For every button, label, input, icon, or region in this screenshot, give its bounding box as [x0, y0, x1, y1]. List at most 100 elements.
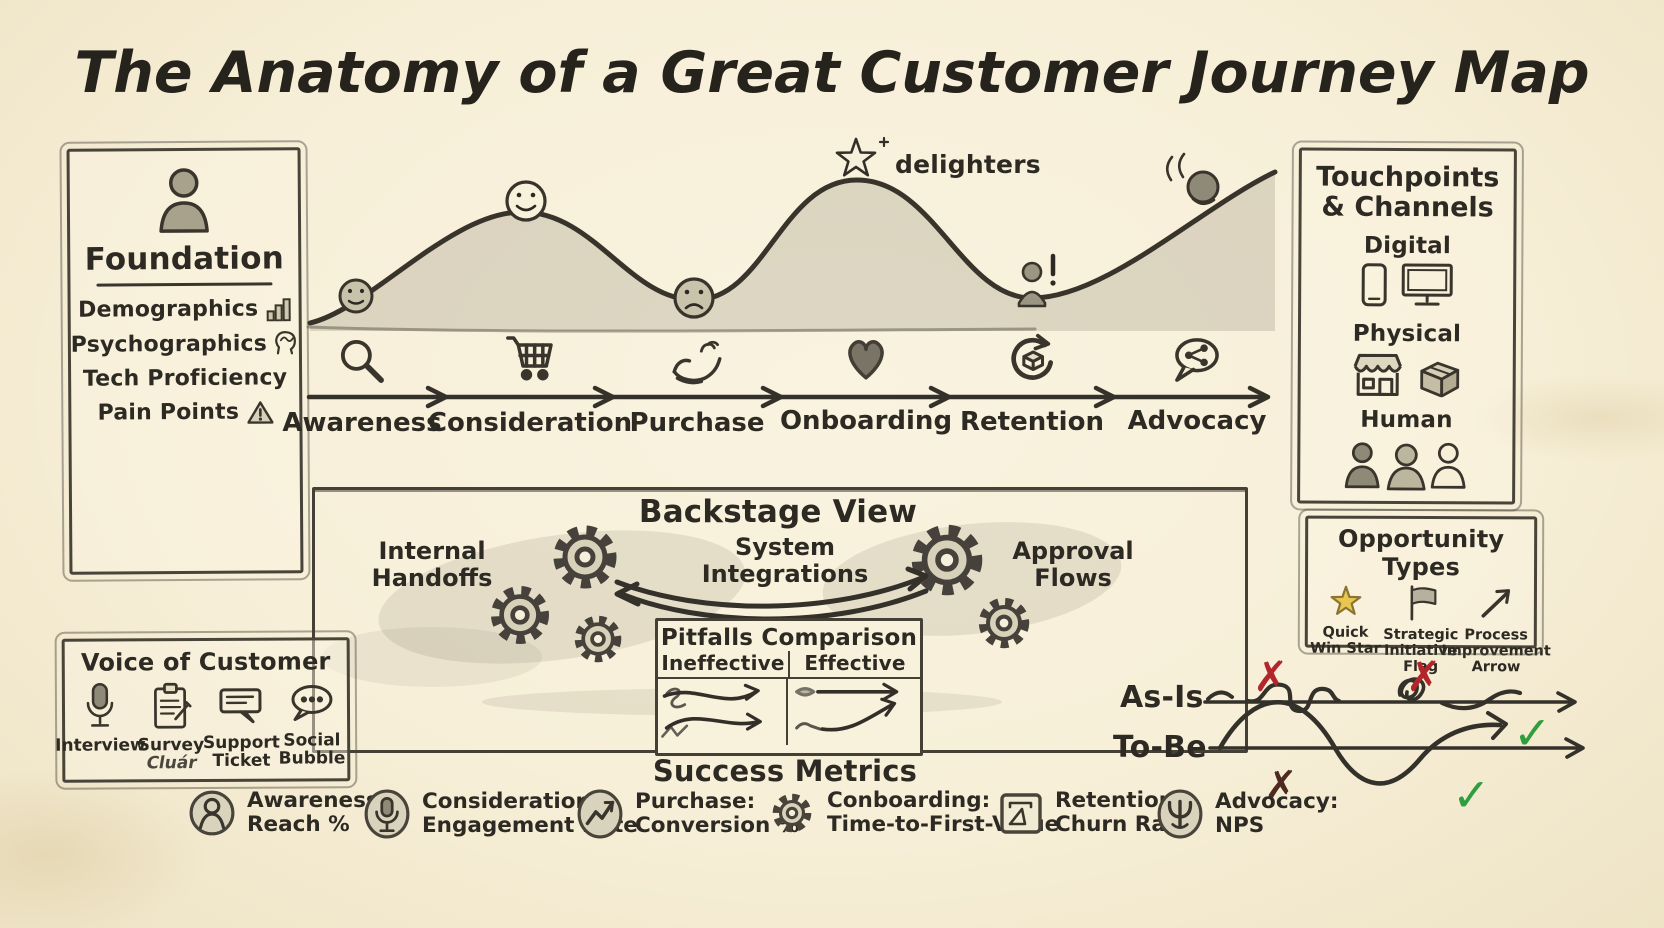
voice-of-customer-panel: Voice of Customer Interview Survey Cluár	[54, 630, 358, 790]
to-be-check-1: ✓	[1513, 706, 1552, 760]
as-is-cross-1: ✗	[1253, 652, 1289, 701]
churn-box-icon	[1000, 793, 1042, 834]
refresh-cycle-icon	[1011, 333, 1053, 380]
slight-smile-face-icon	[338, 278, 374, 314]
psi-circle-icon	[1157, 789, 1203, 839]
voice-survey: Survey Cluár	[138, 682, 204, 773]
stage-label-purchase: Purchase	[629, 408, 765, 438]
zigzag-chart-circle-icon	[577, 789, 623, 839]
stage-label-advocacy: Advocacy	[1127, 406, 1267, 436]
stage-label-onboarding: Onboarding	[779, 406, 953, 436]
gear-icon	[574, 615, 622, 663]
backstage-label-system-integrations: System Integrations	[701, 533, 869, 588]
person-icon	[159, 168, 209, 233]
foundation-item-pain-points: Pain Points	[97, 399, 240, 426]
storefront-icon	[1353, 353, 1402, 397]
to-be-check-2: ✓	[1452, 768, 1491, 822]
voice-support-ticket: Support Ticket	[203, 682, 280, 773]
stage-onboarding: Onboarding	[779, 330, 953, 436]
gold-star-icon	[1330, 585, 1362, 615]
pitfalls-box: Pitfalls Comparison Ineffective Effectiv…	[655, 618, 923, 756]
stage-consideration: Consideration	[428, 330, 632, 438]
diagonal-arrow-icon	[1481, 589, 1511, 618]
stage-advocacy: Advocacy	[1112, 334, 1282, 436]
microphone-icon	[86, 682, 114, 727]
sad-face-icon	[673, 277, 715, 319]
stage-retention: Retention	[947, 331, 1117, 437]
foundation-title: Foundation	[84, 240, 285, 278]
survey-clipboard-icon	[153, 682, 192, 729]
delighter-star-icon	[835, 136, 890, 177]
touchpoints-title: Touchpoints & Channels	[1316, 161, 1500, 224]
foundation-panel: Foundation Demographics Psychographics T	[59, 140, 311, 582]
page-title: The Anatomy of a Great Customer Journey …	[74, 40, 1590, 106]
pitfalls-title: Pitfalls Comparison	[660, 625, 918, 651]
stage-label-retention: Retention	[960, 407, 1104, 437]
voice-title: Voice of Customer	[80, 647, 331, 677]
warning-triangle-icon	[247, 400, 274, 424]
voice-social-bubble: Social Bubble	[279, 681, 345, 772]
gear-icon	[911, 524, 983, 596]
touchpoints-group-digital: Digital	[1363, 232, 1452, 260]
emotion-curve	[306, 136, 1278, 333]
metric-advocacy: Advocacy: NPS	[1156, 788, 1338, 840]
advocate-ball-icon	[1165, 152, 1220, 206]
happy-face-icon	[505, 180, 547, 222]
opportunity-quick-win: Quick Win Star	[1309, 585, 1381, 676]
metric-awareness: Awareness: Reach %	[188, 788, 387, 838]
opportunity-panel: Opportunity Types Quick Win Star Strateg…	[1297, 508, 1551, 676]
person-circle-icon	[189, 790, 235, 836]
people-icon	[1344, 442, 1466, 491]
gear-icon	[978, 597, 1030, 649]
effective-sketch	[795, 682, 899, 732]
monitor-icon	[1401, 263, 1453, 306]
magnifier-icon	[340, 339, 384, 383]
concerned-person-icon	[1017, 253, 1056, 308]
touchpoints-group-human: Human	[1360, 406, 1453, 434]
heart-icon	[848, 340, 884, 380]
pitfalls-col-ineffective: Ineffective	[658, 651, 790, 677]
metric-purchase: Purchase: Conversion %	[576, 788, 799, 840]
backstage-label-internal-handoffs: Internal Handoffs	[371, 537, 493, 592]
share-bubble-icon	[1175, 338, 1219, 382]
stage-awareness: Awareness	[277, 334, 447, 438]
delighters-annotation: delighters	[895, 150, 1041, 179]
opportunity-strategic-flag: Strategic Initiative Flag	[1383, 585, 1458, 676]
voice-interview: Interview	[55, 682, 146, 773]
foundation-item-psychographics: Psychographics	[70, 330, 268, 358]
touchpoints-panel: Touchpoints & Channels Digital Physical	[1290, 140, 1524, 512]
foundation-item-tech-proficiency: Tech Proficiency	[82, 365, 288, 392]
support-ticket-icon	[219, 688, 262, 724]
as-is-label: As-Is	[1120, 680, 1204, 715]
cart-icon	[506, 336, 553, 381]
stage-purchase: Purchase	[612, 336, 782, 438]
stage-axis-arrow	[306, 385, 1271, 409]
microphone-circle-icon	[364, 789, 410, 839]
stage-label-awareness: Awareness	[282, 408, 442, 438]
touchpoints-group-physical: Physical	[1352, 320, 1462, 348]
opportunity-process-arrow: Process Improvement Arrow	[1441, 585, 1551, 676]
as-is-to-be-sketch	[1203, 677, 1585, 786]
foundation-title-underline	[96, 282, 273, 287]
backstage-label-approval-flows: Approval Flows	[1012, 537, 1134, 592]
gear-circle-icon	[772, 793, 812, 833]
as-is-cross-2: ✗	[1406, 652, 1442, 701]
bar-chart-icon	[266, 297, 291, 321]
to-be-cross: ✗	[1264, 763, 1298, 809]
opportunity-title: Opportunity Types	[1337, 524, 1505, 582]
head-brain-icon	[275, 331, 297, 355]
success-metrics-title: Success Metrics	[652, 754, 918, 788]
foundation-item-demographics: Demographics	[77, 296, 259, 323]
to-be-label: To-Be	[1113, 730, 1207, 765]
gear-icon	[491, 586, 549, 644]
gear-icon	[553, 525, 617, 589]
stage-label-consideration: Consideration	[427, 408, 633, 438]
hand-icon	[672, 340, 722, 385]
backstage-title: Backstage View	[638, 494, 918, 530]
flag-icon	[1410, 585, 1437, 621]
package-icon	[1420, 361, 1460, 398]
ineffective-sketch	[661, 679, 788, 745]
social-bubble-icon	[291, 684, 333, 722]
phone-icon	[1361, 263, 1387, 307]
